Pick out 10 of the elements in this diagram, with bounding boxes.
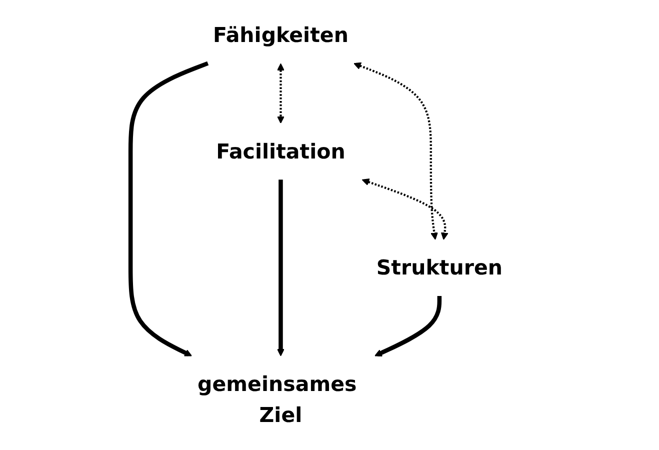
node-text: Fähigkeiten [213,23,349,48]
arrow [277,63,285,124]
arrow [374,296,442,356]
arrow [277,180,285,356]
node-text: Facilitation [216,139,346,164]
arrow [354,62,438,240]
arrow [362,178,448,240]
node-text: gemeinsames Ziel [198,372,357,427]
arrow [128,61,209,356]
node-text: Strukturen [376,256,503,280]
